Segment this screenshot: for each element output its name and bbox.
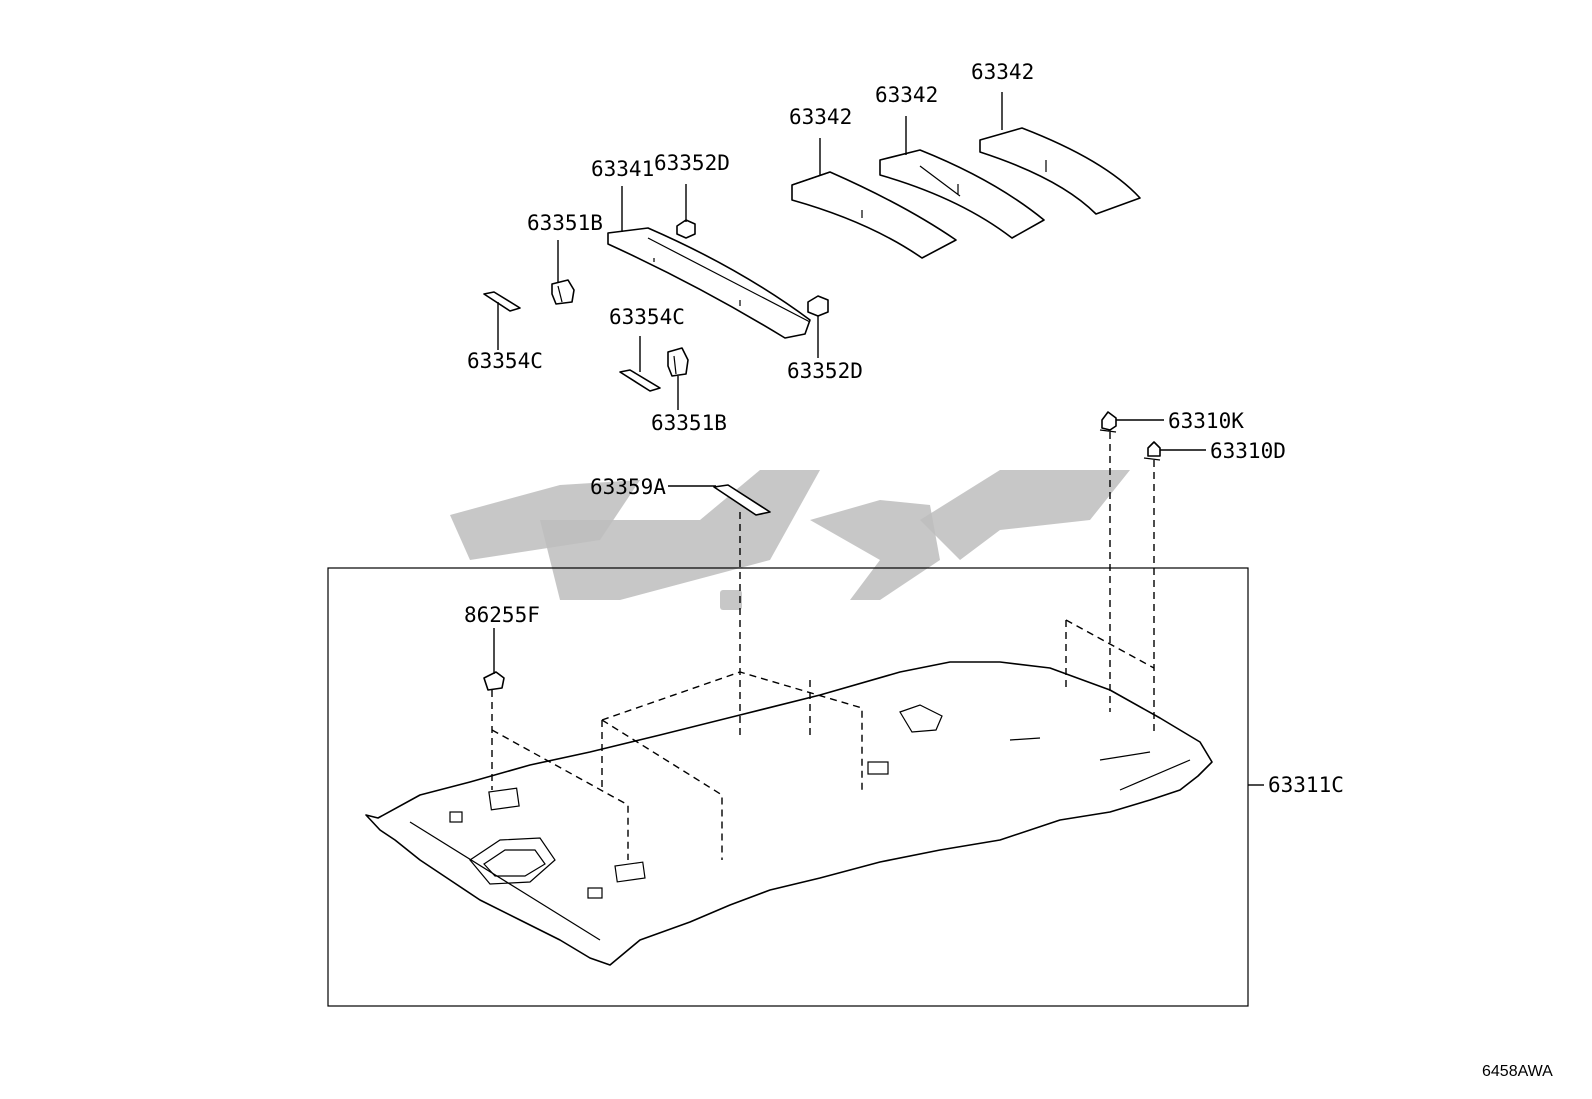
clip-63310D (1143, 441, 1161, 461)
clip-63351B-left (551, 279, 575, 305)
label-63310K: 63310K (1168, 409, 1244, 433)
label-63341: 63341 (591, 157, 654, 181)
clip-63310K (1099, 411, 1117, 433)
clip-63351B-bottom (667, 347, 689, 377)
label-63342-c: 63342 (971, 60, 1034, 84)
label-63351B-left: 63351B (527, 211, 603, 235)
install-guides (491, 432, 1155, 860)
label-63342-b: 63342 (875, 83, 938, 107)
diagram-ref-code: 6458AWA (1482, 1063, 1553, 1080)
label-63359A: 63359A (590, 475, 666, 499)
label-63342-a: 63342 (789, 105, 852, 129)
headliner-frame (327, 567, 1249, 1007)
watermark-logo (450, 470, 1130, 610)
tape-63354C-left (483, 291, 521, 312)
roof-panel-63342-b (879, 149, 1045, 239)
clip-86255F (483, 671, 505, 691)
label-63311C: 63311C (1268, 773, 1344, 797)
tape-63359A (713, 484, 771, 516)
label-63354C-left: 63354C (467, 349, 543, 373)
pad-63352D-top (676, 219, 696, 239)
tape-63354C-mid (619, 369, 661, 392)
label-63310D: 63310D (1210, 439, 1286, 463)
label-86255F: 86255F (464, 603, 540, 627)
label-63352D-top: 63352D (654, 151, 730, 175)
roof-panel-63342-a (791, 171, 957, 259)
label-63352D-right: 63352D (787, 359, 863, 383)
headliner-63311C (365, 661, 1213, 966)
pad-63352D-right (807, 295, 829, 317)
roof-bar-63341 (607, 227, 811, 339)
label-63351B-bottom: 63351B (651, 411, 727, 435)
label-63354C-mid: 63354C (609, 305, 685, 329)
leader-lines (493, 92, 1264, 786)
roof-panel-63342-c (979, 127, 1141, 215)
